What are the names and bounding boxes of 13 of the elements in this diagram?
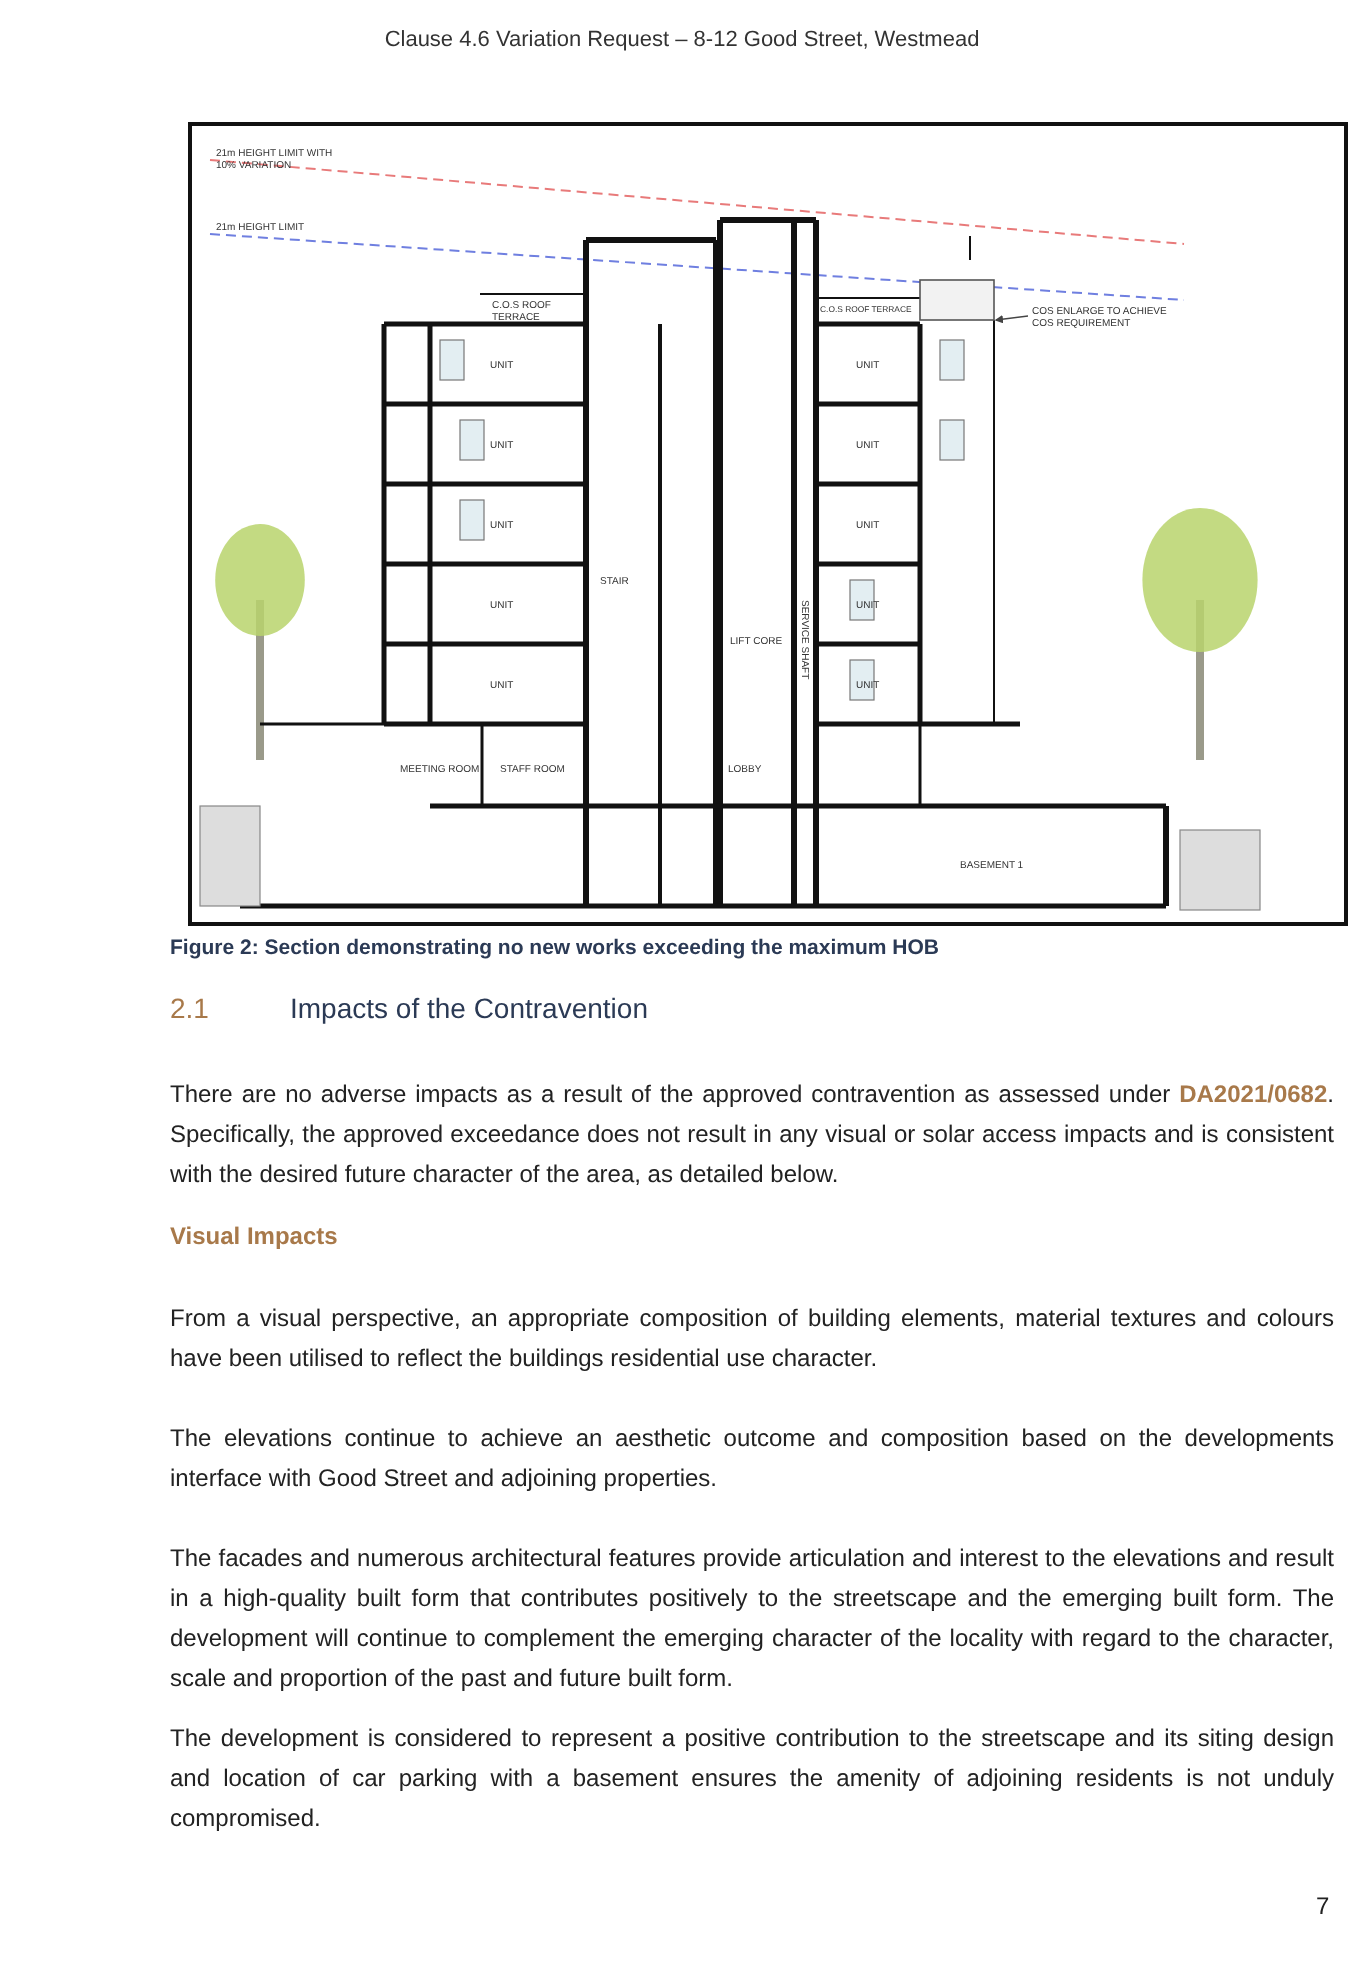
section-heading: Impacts of the Contravention xyxy=(290,992,648,1024)
section-number: 2.1 xyxy=(170,992,209,1024)
page-number: 7 xyxy=(1316,1892,1330,1920)
paragraph: The elevations continue to achieve an aesthetic outcome and composition based on the developments interface with Good Street and adjoining properties. xyxy=(170,1422,1334,1496)
page-header: Clause 4.6 Variation Request – 8-12 Good Street, Westmead xyxy=(382,28,982,52)
leader-line xyxy=(994,314,1029,324)
paragraph: The development is considered to represent a positive contribution to the streetscape and its siting design and location of car parking with a basement ensures the amenity of adjoining residents is not unduly compromised. xyxy=(170,1722,1334,1836)
subheading: Visual Impacts xyxy=(170,1222,338,1250)
paragraph: From a visual perspective, an appropriate composition of building elements, material textures and colours have been utilised to reflect the buildings residential use character. xyxy=(170,1302,1334,1376)
paragraph: The facades and numerous architectural features provide articulation and interest to the elevations and result in a high-quality built form that contributes positively to the streetscape and the emerging built form. The development will continue to complement the emerging character of the locality with regard to the character, scale and proportion of the past and future built form. xyxy=(170,1542,1334,1696)
paragraph: There are no adverse impacts as a result of the approved contravention as assessed under DA2021/0682. Specifically, the approved exceedance does not result in any visual or solar access impacts and is consistent with the desired future character of the area, as detailed below. xyxy=(170,1078,1334,1192)
figure-caption: Figure 2: Section demonstrating no new works exceeding the maximum HOB xyxy=(170,936,939,960)
roof-parapet xyxy=(919,279,995,321)
